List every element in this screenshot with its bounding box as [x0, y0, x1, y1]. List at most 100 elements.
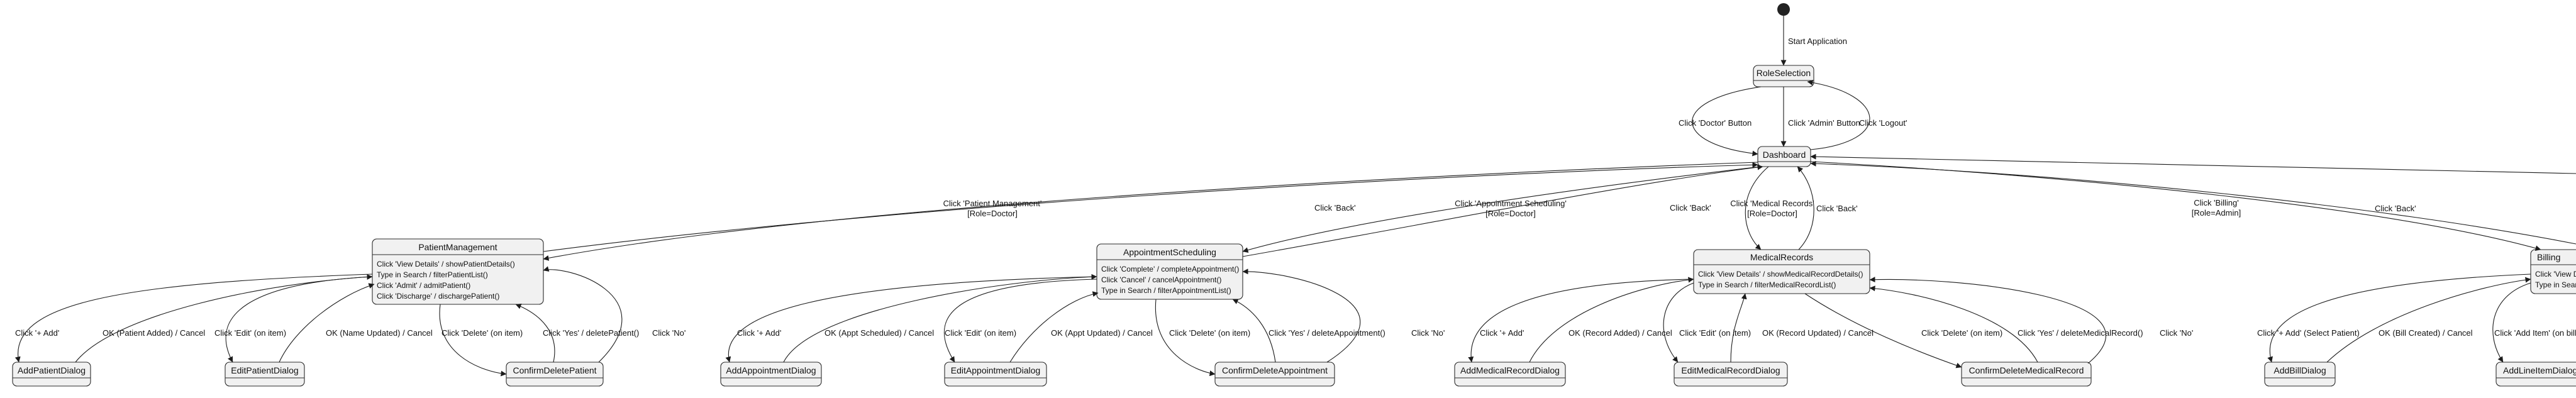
- state-title: EditAppointmentDialog: [951, 365, 1040, 375]
- transition-label: OK (Name Updated) / Cancel: [326, 328, 433, 338]
- state-title: AppointmentScheduling: [1123, 247, 1216, 257]
- edge-to-billing: [1810, 161, 2541, 252]
- state-action: Click 'Discharge' / dischargePatient(): [377, 292, 499, 301]
- edge-yes-delete-patient: [515, 304, 555, 363]
- edge-as-back: [1242, 164, 1763, 257]
- transition-label: Click 'Back': [1816, 204, 1858, 213]
- edge-to-appointment-scheduling: [1242, 166, 1762, 253]
- state-title: AddPatientDialog: [18, 365, 86, 375]
- state-action: Click 'View Details' / showBillDetails(): [2535, 270, 2576, 279]
- transition-label: Click 'Delete' (on item): [1169, 328, 1250, 338]
- transition-label: OK (Patient Added) / Cancel: [103, 328, 205, 338]
- transition-label: Click 'Logout': [1859, 118, 1907, 128]
- transition-label: OK (Appt Scheduled) / Cancel: [824, 328, 934, 338]
- edge-logout: [1807, 79, 1870, 150]
- initial-state-node: [1777, 3, 1790, 16]
- transition-label: Click 'Back': [1314, 203, 1356, 213]
- state-action: Type in Search / filterMedicalRecordList…: [1698, 280, 1836, 289]
- edge-appt-scheduled: [783, 274, 1097, 363]
- edge-add-line-item: [2492, 282, 2531, 363]
- transition-label: [Role=Doctor]: [967, 209, 1018, 218]
- state-confirm-delete-appointment: ConfirmDeleteAppointment: [1214, 362, 1335, 387]
- state-action: Click 'View Details' / showMedicalRecord…: [1698, 270, 1863, 279]
- transition-label: Start Application: [1788, 36, 1847, 46]
- state-title: AddMedicalRecordDialog: [1460, 365, 1560, 375]
- state-confirm-delete-patient: ConfirmDeletePatient: [506, 362, 604, 387]
- edge-to-medical-records: [1745, 166, 1769, 250]
- state-confirm-delete-medical-record: ConfirmDeleteMedicalRecord: [1961, 362, 2092, 387]
- edge-yes-delete-medical-record: [1869, 285, 2038, 363]
- transition-edges: [14, 16, 2576, 377]
- transition-label: Click 'Delete' (on item): [441, 328, 523, 338]
- edge-doctor: [1692, 86, 1762, 157]
- edge-no-medical-record: [1869, 277, 2107, 364]
- transition-label: Click 'No': [652, 328, 686, 338]
- state-title: EditPatientDialog: [231, 365, 298, 375]
- transition-label: [Role=Admin]: [2192, 208, 2241, 218]
- transition-label: Click 'Edit' (on item): [214, 328, 286, 338]
- transition-label: Click '+ Add': [737, 328, 781, 338]
- edge-add-appointment: [725, 276, 1097, 363]
- state-edit-medical-record-dialog: EditMedicalRecordDialog: [1674, 362, 1788, 387]
- state-add-bill-dialog: AddBillDialog: [2264, 362, 2336, 387]
- edge-offscreen-back: [1810, 153, 2576, 174]
- transition-label: Click 'Edit' (on item): [945, 328, 1016, 338]
- state-title: RoleSelection: [1757, 68, 1811, 78]
- transition-label: Click 'No': [1411, 328, 1445, 338]
- state-action: Click 'Cancel' / cancelAppointment(): [1101, 275, 1221, 284]
- edge-delete-medical-record: [1804, 293, 1962, 368]
- transition-label: Click 'Edit' (on item): [1679, 328, 1751, 338]
- state-dashboard: Dashboard: [1757, 146, 1811, 167]
- state-add-appointment-dialog: AddAppointmentDialog: [720, 362, 822, 387]
- edge-edit-appointment: [944, 279, 1097, 363]
- transition-label: Click '+ Add': [1480, 328, 1524, 338]
- transition-label: [Role=Doctor]: [1747, 209, 1797, 218]
- state-action: Type in Search / filterAppointmentList(): [1101, 286, 1231, 295]
- edge-record-added: [1529, 277, 1694, 363]
- transition-label: Click 'Billing': [2194, 198, 2238, 207]
- state-action: Click 'View Details' / showPatientDetail…: [377, 260, 515, 268]
- state-title: AddBillDialog: [2273, 365, 2326, 375]
- state-title: PatientManagement: [418, 242, 497, 252]
- transition-label: Click 'Yes' / deleteMedicalRecord(): [2018, 328, 2143, 338]
- state-title: ConfirmDeleteMedicalRecord: [1969, 365, 2084, 375]
- edge-add-medical-record: [1468, 279, 1694, 363]
- transition-label: OK (Bill Created) / Cancel: [2379, 328, 2473, 338]
- state-edit-appointment-dialog: EditAppointmentDialog: [944, 362, 1047, 387]
- transition-labels: Click 'Doctor' Button Start Application …: [15, 36, 2576, 338]
- transition-label: OK (Record Added) / Cancel: [1568, 328, 1672, 338]
- edge-bill-created: [2326, 277, 2531, 363]
- transition-label: Click 'Add Item' (on bill): [2494, 328, 2576, 338]
- state-medical-records: MedicalRecords Click 'View Details' / sh…: [1693, 249, 1870, 294]
- edge-edit-patient: [225, 276, 373, 363]
- state-title: EditMedicalRecordDialog: [1681, 365, 1780, 375]
- transition-label: OK (Appt Updated) / Cancel: [1051, 328, 1153, 338]
- state-action: Type in Search / filterBillList(): [2535, 280, 2576, 289]
- edge-patient-added: [75, 274, 373, 363]
- state-title: ConfirmDeletePatient: [513, 365, 596, 375]
- state-title: AddAppointmentDialog: [726, 365, 816, 375]
- edge-yes-delete-appointment: [1232, 299, 1276, 363]
- edge-appt-updated: [1009, 291, 1099, 363]
- state-add-patient-dialog: AddPatientDialog: [12, 362, 91, 387]
- edge-record-updated: [1730, 293, 1747, 363]
- transition-label: Click 'Admin' Button: [1788, 118, 1860, 128]
- state-add-line-item-dialog: AddLineItemDialog: [2496, 362, 2576, 387]
- edge-no-patient: [543, 266, 623, 363]
- transition-label: Click 'Yes' / deletePatient(): [543, 328, 639, 338]
- transition-label: Click '+ Add' (Select Patient): [2257, 328, 2360, 338]
- edge-billing-back: [1810, 160, 2576, 245]
- state-billing: Billing Click 'View Details' / showBillD…: [2530, 249, 2576, 294]
- transition-label: [Role=Doctor]: [1485, 209, 1536, 218]
- edge-mr-back: [1797, 166, 1814, 250]
- state-edit-patient-dialog: EditPatientDialog: [225, 362, 305, 387]
- edge-name-updated: [279, 283, 375, 363]
- edge-pm-back: [543, 162, 1758, 252]
- edge-to-patient-management: [543, 162, 1758, 261]
- transition-label: Click 'No': [2160, 328, 2193, 338]
- transition-label: OK (Record Updated) / Cancel: [1762, 328, 1874, 338]
- state-title: ConfirmDeleteAppointment: [1222, 365, 1328, 375]
- edge-no-appointment: [1242, 268, 1361, 363]
- state-title: Billing: [2537, 252, 2560, 262]
